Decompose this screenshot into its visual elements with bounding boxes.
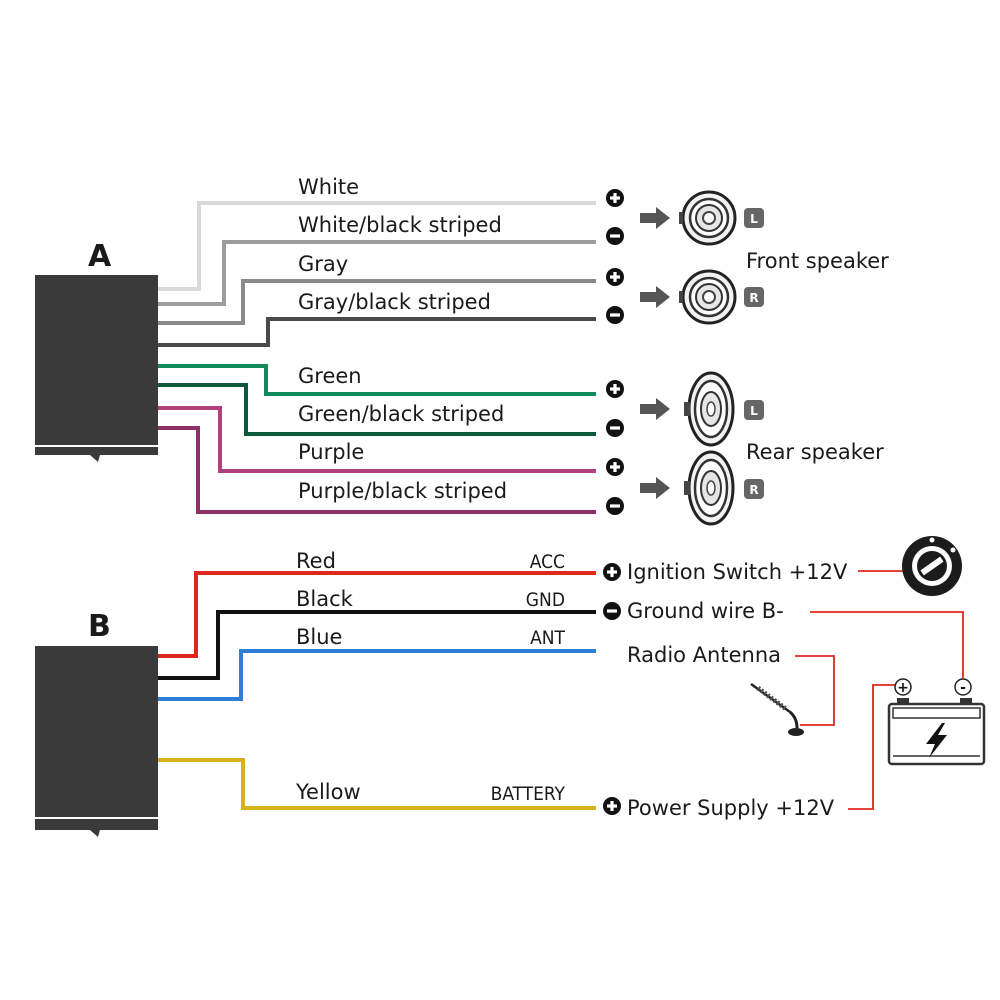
minus-icon <box>603 602 621 620</box>
front-speaker-label: Front speaker <box>746 249 889 273</box>
arrow-right-icon <box>640 398 670 420</box>
plus-icon <box>603 563 621 581</box>
ground-wire-label: Ground wire B- <box>627 599 784 623</box>
wire-label-gray: Gray <box>298 252 348 276</box>
wire-label-white-black-striped: White/black striped <box>298 213 502 237</box>
wire-red <box>158 571 596 658</box>
svg-text:-: - <box>960 680 966 696</box>
wire-green <box>158 364 596 396</box>
wire-yellow <box>158 758 596 810</box>
minus-icon <box>606 306 624 324</box>
right-badge: R <box>744 287 764 307</box>
minus-icon <box>606 227 624 245</box>
right-badge: R <box>744 479 764 499</box>
wire-tag-acc: ACC <box>530 551 565 573</box>
oval-speaker-icon <box>682 371 735 447</box>
wire-tag-gnd: GND <box>526 589 565 611</box>
connector-b <box>35 646 158 837</box>
power-wires <box>158 571 596 810</box>
wire-blue <box>158 649 596 701</box>
lightning-icon <box>926 723 947 758</box>
wire-label-purple: Purple <box>298 440 364 464</box>
battery-plus-terminal: + <box>894 678 912 696</box>
battery-minus-terminal: - <box>954 678 972 696</box>
svg-text:R: R <box>749 483 758 497</box>
plus-icon <box>606 380 624 398</box>
power-supply-label: Power Supply +12V <box>627 796 835 820</box>
svg-text:L: L <box>750 212 758 226</box>
wire-black <box>158 610 596 680</box>
ignition-switch-label: Ignition Switch +12V <box>627 560 848 584</box>
wire-label-green-black-striped: Green/black striped <box>298 402 504 426</box>
left-badge: L <box>744 400 764 420</box>
wire-white <box>158 201 596 291</box>
ignition-key-icon <box>902 536 962 596</box>
right-connections <box>795 570 964 810</box>
svg-text:L: L <box>750 404 758 418</box>
plus-icon <box>603 797 621 815</box>
wire-label-purple-black-striped: Purple/black striped <box>298 479 507 503</box>
antenna-icon <box>750 682 804 736</box>
wire-label-yellow: Yellow <box>295 780 361 804</box>
wire-label-red: Red <box>296 549 336 573</box>
arrow-right-icon <box>640 477 670 499</box>
plus-icon <box>606 189 624 207</box>
radio-antenna-label: Radio Antenna <box>627 643 781 667</box>
plus-icon <box>606 458 624 476</box>
arrow-right-icon <box>640 207 670 229</box>
minus-icon <box>606 497 624 515</box>
wire-label-blue: Blue <box>296 625 342 649</box>
wire-gray-black-striped <box>158 317 596 347</box>
minus-icon <box>606 419 624 437</box>
wire-label-black: Black <box>296 587 354 611</box>
oval-speaker-icon <box>682 450 735 526</box>
round-speaker-icon <box>677 269 737 325</box>
wire-purple <box>158 406 596 473</box>
speaker-wires <box>158 201 596 514</box>
wire-gray <box>158 279 596 325</box>
left-badge: L <box>744 208 764 228</box>
wire-tag-battery: BATTERY <box>491 783 566 805</box>
connector-a-label: A <box>88 239 112 274</box>
svg-text:R: R <box>749 291 758 305</box>
round-speaker-icon <box>677 190 737 246</box>
battery-icon <box>887 698 986 766</box>
connector-b-label: B <box>88 609 111 644</box>
wire-purple-black-striped <box>158 426 596 514</box>
wire-label-white: White <box>298 175 359 199</box>
wire-label-gray-black-striped: Gray/black striped <box>298 290 491 314</box>
wire-tag-ant: ANT <box>530 627 565 649</box>
wire-label-green: Green <box>298 364 362 388</box>
wire-white-black-striped <box>158 240 596 306</box>
svg-text:+: + <box>897 680 909 696</box>
arrow-right-icon <box>640 286 670 308</box>
wire-green-black-striped <box>158 383 596 436</box>
rear-speaker-label: Rear speaker <box>746 440 884 464</box>
connector-a <box>35 275 158 462</box>
plus-icon <box>606 268 624 286</box>
